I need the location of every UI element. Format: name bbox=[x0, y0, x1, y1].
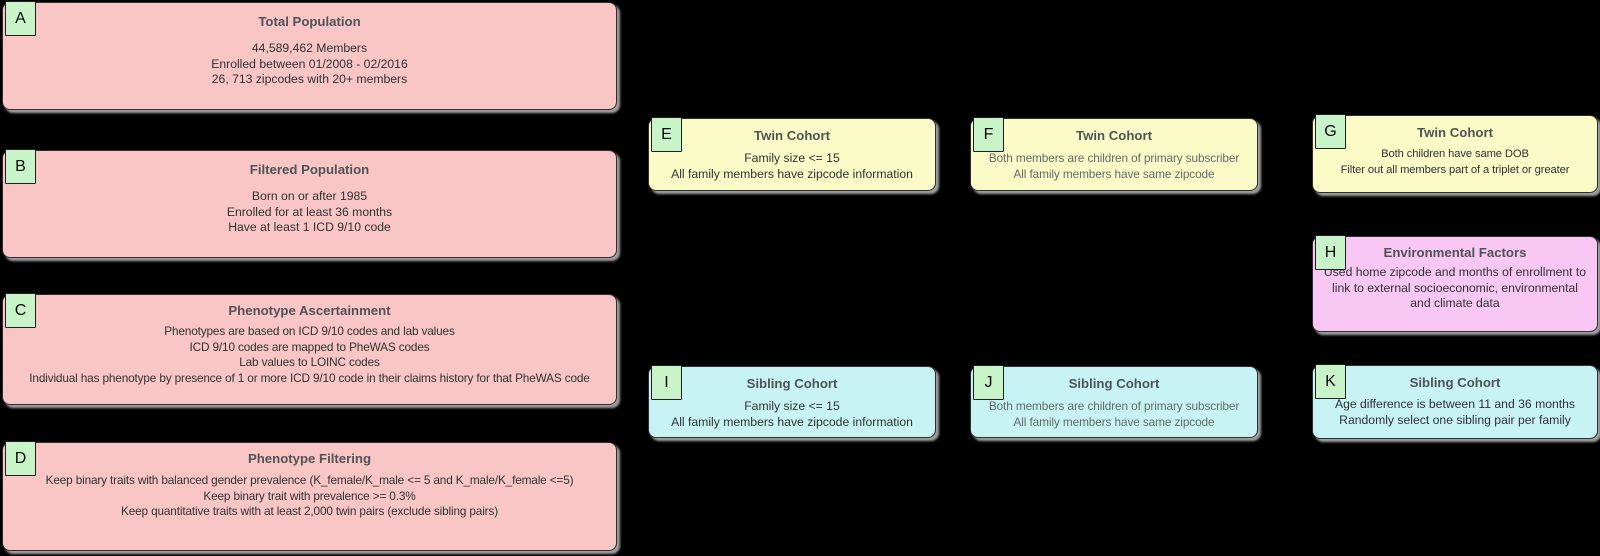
node-title: Twin Cohort bbox=[1076, 128, 1152, 143]
node-twin-cohort-g: G Twin Cohort Both children have same DO… bbox=[1312, 114, 1598, 193]
node-body: Both members are children of primary sub… bbox=[988, 151, 1240, 181]
node-environmental-factors: H Environmental Factors Used home zipcod… bbox=[1312, 235, 1598, 332]
node-body: Both members are children of primary sub… bbox=[988, 399, 1240, 429]
node-letter-badge: G bbox=[1315, 114, 1346, 149]
node-title: Phenotype Filtering bbox=[247, 451, 372, 466]
node-letter-badge: F bbox=[973, 117, 1004, 152]
node-twin-cohort-e: E Twin Cohort Family size <= 15 All fami… bbox=[648, 117, 936, 191]
node-letter-badge: B bbox=[5, 149, 36, 184]
node-title: Phenotype Ascertainment bbox=[228, 303, 391, 318]
node-title: Twin Cohort bbox=[754, 128, 830, 143]
node-sibling-cohort-k: K Sibling Cohort Age difference is betwe… bbox=[1312, 364, 1598, 439]
node-twin-cohort-f: F Twin Cohort Both members are children … bbox=[970, 117, 1258, 191]
node-title: Twin Cohort bbox=[1417, 125, 1493, 140]
node-body: Born on or after 1985 Enrolled for at le… bbox=[226, 189, 393, 234]
node-body: Family size <= 15 All family members hav… bbox=[671, 399, 913, 429]
node-title: Environmental Factors bbox=[1383, 245, 1527, 260]
node-body: Age difference is between 11 and 36 mont… bbox=[1334, 397, 1576, 427]
node-body: Both children have same DOB Filter out a… bbox=[1340, 148, 1570, 176]
node-phenotype-ascertainment: C Phenotype Ascertainment Phenotypes are… bbox=[2, 293, 617, 405]
node-sibling-cohort-i: I Sibling Cohort Family size <= 15 All f… bbox=[648, 365, 936, 438]
node-title: Sibling Cohort bbox=[746, 376, 838, 391]
node-title: Sibling Cohort bbox=[1409, 375, 1501, 390]
node-letter-badge: E bbox=[651, 117, 682, 152]
node-title: Filtered Population bbox=[249, 162, 370, 177]
node-letter-badge: H bbox=[1315, 235, 1346, 270]
node-letter-badge: D bbox=[5, 441, 36, 476]
node-body: 44,589,462 Members Enrolled between 01/2… bbox=[211, 41, 408, 86]
node-filtered-population: B Filtered Population Born on or after 1… bbox=[2, 149, 617, 258]
node-body: Keep binary traits with balanced gender … bbox=[45, 473, 574, 518]
node-letter-badge: I bbox=[651, 365, 682, 400]
node-letter-badge: K bbox=[1315, 364, 1346, 399]
node-total-population: A Total Population 44,589,462 Members En… bbox=[2, 1, 617, 110]
node-sibling-cohort-j: J Sibling Cohort Both members are childr… bbox=[970, 365, 1258, 438]
node-body: Phenotypes are based on ICD 9/10 codes a… bbox=[29, 324, 590, 385]
node-letter-badge: J bbox=[973, 365, 1004, 400]
node-body: Family size <= 15 All family members hav… bbox=[671, 151, 913, 181]
node-letter-badge: A bbox=[5, 1, 36, 36]
node-letter-badge: C bbox=[5, 293, 36, 328]
node-title: Total Population bbox=[258, 14, 361, 29]
node-body: Used home zipcode and months of enrollme… bbox=[1323, 265, 1587, 310]
node-title: Sibling Cohort bbox=[1068, 376, 1160, 391]
node-phenotype-filtering: D Phenotype Filtering Keep binary traits… bbox=[2, 441, 617, 551]
